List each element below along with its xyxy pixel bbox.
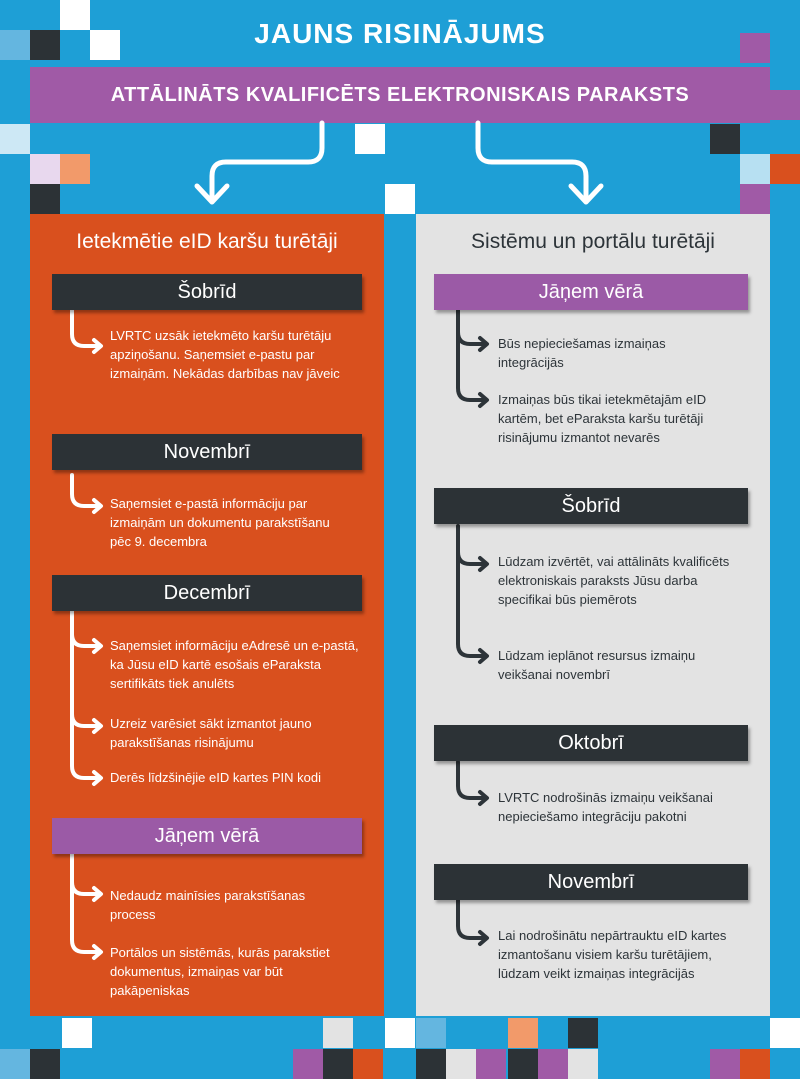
right-item-oktobri-1: LVRTC nodrošinās izmaiņu veikšanai nepie… <box>498 790 713 824</box>
page-title: JAUNS RISINĀJUMS <box>254 18 546 49</box>
left-item-decembri-1: Saņemsiet informāciju eAdresē un e-pastā… <box>110 638 359 691</box>
left-panel: Ietekmētie eID karšu turētāji Šobrīd LVR… <box>30 214 384 1016</box>
decor-square <box>508 1049 538 1079</box>
decor-square <box>538 1049 568 1079</box>
decor-square <box>0 1049 30 1079</box>
decor-square <box>770 90 800 120</box>
decor-square <box>30 154 60 184</box>
left-item-sobrid-1: LVRTC uzsāk ietekmēto karšu turētāju apz… <box>110 328 340 381</box>
decor-square <box>62 1018 92 1048</box>
left-header-decembri: Decembrī <box>52 575 362 611</box>
decor-square <box>353 1049 383 1079</box>
right-header-oktobri: Oktobrī <box>434 725 748 761</box>
right-item-sobrid-2: Lūdzam ieplānot resursus izmaiņu veikšan… <box>498 648 696 682</box>
decor-square <box>385 1018 415 1048</box>
right-header-janem-vera: Jāņem vērā <box>434 274 748 310</box>
left-header-janem-vera: Jāņem vērā <box>52 818 362 854</box>
right-panel-title: Sistēmu un portālu turētāji <box>471 230 715 253</box>
left-item-janem-vera-2: Portālos un sistēmās, kurās parakstiet d… <box>110 945 330 998</box>
decor-square <box>568 1049 598 1079</box>
split-arrows <box>194 120 604 205</box>
decor-square <box>60 0 90 30</box>
right-header-novembri: Novembrī <box>434 864 748 900</box>
right-item-novembri-1: Lai nodrošinātu nepārtrauktu eID kartes … <box>498 928 727 981</box>
decor-square <box>508 1018 538 1048</box>
decor-square <box>710 124 740 154</box>
decor-square <box>60 154 90 184</box>
left-header-novembri: Novembrī <box>52 434 362 470</box>
left-panel-title: Ietekmētie eID karšu turētāji <box>76 230 338 253</box>
decor-square <box>0 30 30 60</box>
left-item-decembri-2: Uzreiz varēsiet sākt izmantot jauno para… <box>110 716 312 750</box>
left-item-decembri-3: Derēs līdzšinējie eID kartes PIN kodi <box>110 770 321 785</box>
right-item-sobrid-1: Lūdzam izvērtēt, vai attālināts kvalific… <box>498 554 730 607</box>
decor-square <box>385 184 415 214</box>
decor-square <box>710 1049 740 1079</box>
decor-square <box>740 184 770 214</box>
decor-square <box>30 30 60 60</box>
right-connectors <box>456 308 489 946</box>
decor-square <box>90 30 120 60</box>
decor-square <box>355 124 385 154</box>
decor-square <box>770 1018 800 1048</box>
decor-square <box>323 1018 353 1048</box>
right-item-janem-vera-1: Būs nepieciešamas izmaiņas integrācijās <box>498 336 666 370</box>
left-item-novembri-1: Saņemsiet e-pastā informāciju par izmaiņ… <box>110 496 330 549</box>
subtitle-banner: ATTĀLINĀTS KVALIFICĒTS ELEKTRONISKAIS PA… <box>30 67 770 123</box>
decor-square <box>446 1049 476 1079</box>
decor-square <box>30 184 60 214</box>
decor-square <box>293 1049 323 1079</box>
decor-square <box>416 1049 446 1079</box>
decor-square <box>740 154 770 184</box>
decor-square <box>416 1018 446 1048</box>
decor-square <box>0 124 30 154</box>
decor-square <box>30 1049 60 1079</box>
decor-square <box>568 1018 598 1048</box>
decor-square <box>323 1049 353 1079</box>
left-connectors <box>70 308 103 960</box>
left-item-janem-vera-1: Nedaudz mainīsies parakstīšanas process <box>110 888 306 922</box>
left-header-sobrid: Šobrīd <box>52 274 362 310</box>
right-panel: Sistēmu un portālu turētāji Jāņem vērā B… <box>416 214 770 1016</box>
right-item-janem-vera-2: Izmaiņas būs tikai ietekmētajām eID kart… <box>498 392 707 445</box>
decor-square <box>740 33 770 63</box>
decor-square <box>770 154 800 184</box>
right-header-sobrid: Šobrīd <box>434 488 748 524</box>
decor-square <box>476 1049 506 1079</box>
decor-square <box>740 1049 770 1079</box>
